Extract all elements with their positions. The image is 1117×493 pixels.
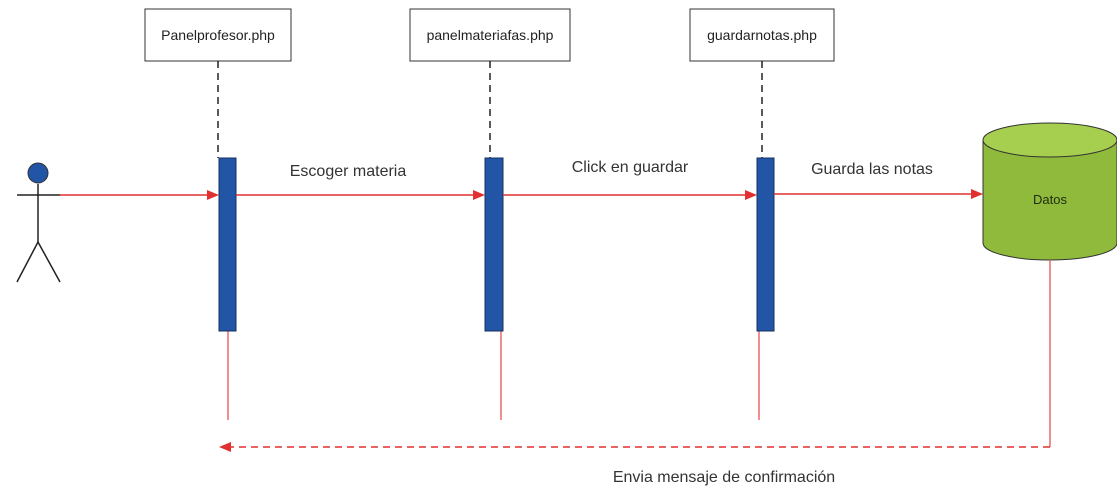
message-click-en-guardar: Click en guardar bbox=[503, 159, 757, 200]
message-guarda-las-notas: Guarda las notas bbox=[774, 161, 983, 199]
object-panelmateriafas: panelmateriafas.php bbox=[409, 8, 571, 420]
datastore-label: Datos bbox=[1033, 192, 1067, 207]
actor bbox=[16, 162, 61, 283]
activation-bar bbox=[484, 157, 504, 332]
message-label: Click en guardar bbox=[572, 159, 689, 176]
object-box bbox=[144, 8, 292, 62]
activation-bar bbox=[218, 157, 237, 332]
object-box bbox=[689, 8, 835, 62]
object-guardarnotas: guardarnotas.php bbox=[689, 8, 835, 420]
datastore-top bbox=[982, 122, 1117, 158]
object-box bbox=[409, 8, 571, 62]
actor-head bbox=[27, 162, 49, 184]
object-label: Panelprofesor.php bbox=[161, 27, 275, 43]
message-label: Envia mensaje de confirmación bbox=[613, 469, 835, 486]
message-label: Guarda las notas bbox=[811, 161, 933, 178]
object-panelprofesor: Panelprofesor.php bbox=[144, 8, 292, 420]
datastore-datos: Datos bbox=[982, 122, 1117, 447]
datastore-body bbox=[982, 140, 1117, 261]
message-label: Escoger materia bbox=[290, 163, 407, 180]
message-envia-confirmacion: Envia mensaje de confirmación bbox=[219, 442, 1050, 486]
message-escoger-materia: Escoger materia bbox=[236, 163, 485, 200]
actor-leg-left bbox=[16, 241, 39, 283]
activation-bar bbox=[756, 157, 775, 332]
actor-leg-right bbox=[37, 241, 61, 283]
object-label: guardarnotas.php bbox=[707, 27, 817, 43]
object-label: panelmateriafas.php bbox=[427, 27, 554, 43]
